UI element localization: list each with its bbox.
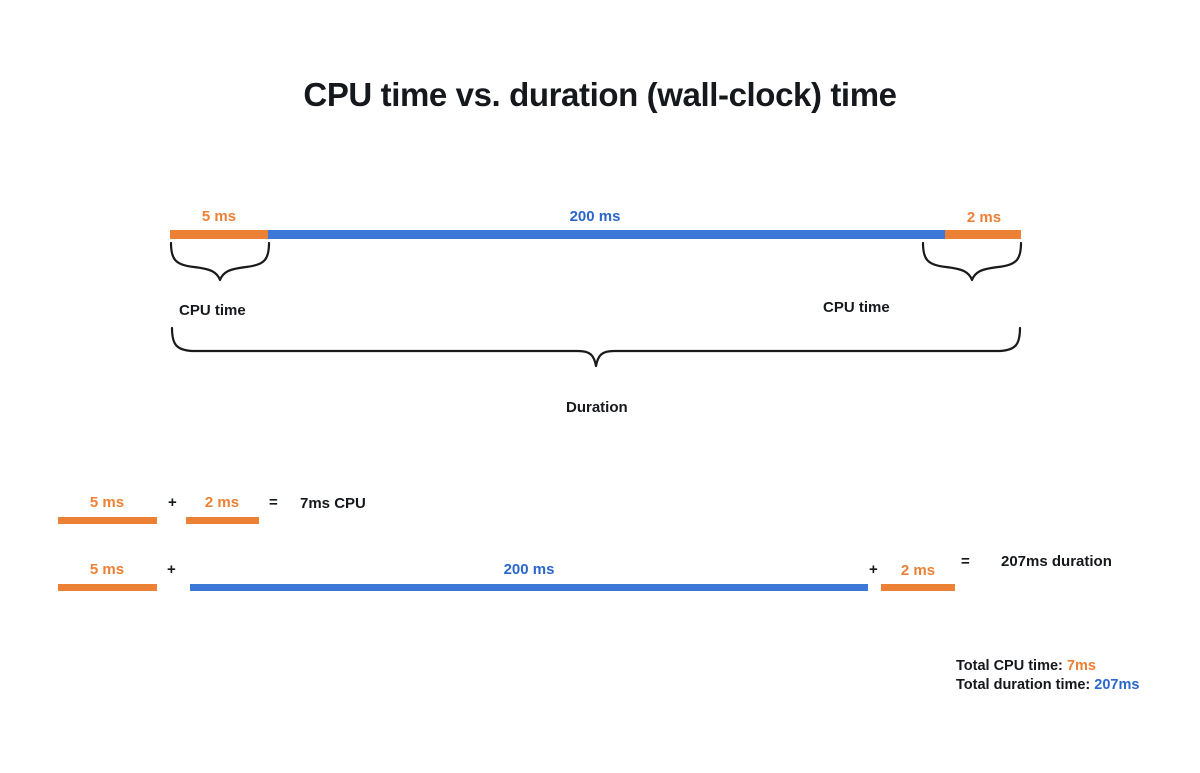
duration-eq-term-1-label: 5 ms xyxy=(89,561,125,578)
total-duration-label: Total duration time: xyxy=(956,677,1091,693)
brace-label-cpu-left: CPU time xyxy=(179,302,246,319)
duration-eq-operator-plus-1: + xyxy=(167,561,176,578)
duration-eq-term-3-bar xyxy=(881,584,955,591)
timeline-label-5ms: 5 ms xyxy=(201,208,237,225)
cpu-eq-term-2-bar xyxy=(186,517,259,524)
timeline-segment-cpu-start xyxy=(170,230,268,239)
timeline-segment-wait xyxy=(268,230,945,239)
cpu-eq-term-1-bar xyxy=(58,517,157,524)
brace-label-cpu-right: CPU time xyxy=(823,299,890,316)
total-duration-value: 207ms xyxy=(1094,677,1140,693)
duration-eq-term-1-bar xyxy=(58,584,157,591)
timeline-track: 5 ms 200 ms 2 ms xyxy=(170,208,1021,239)
timeline-label-2ms: 2 ms xyxy=(966,209,1002,226)
cpu-eq-result: 7ms CPU xyxy=(300,495,366,512)
cpu-eq-term-2-label: 2 ms xyxy=(204,494,240,511)
timeline-label-200ms: 200 ms xyxy=(569,208,621,225)
brace-duration xyxy=(170,326,1022,368)
cpu-eq-operator-equals: = xyxy=(269,494,278,511)
page-title: CPU time vs. duration (wall-clock) time xyxy=(303,76,897,113)
duration-eq-result: 207ms duration xyxy=(1001,553,1112,570)
brace-cpu-right xyxy=(921,241,1023,282)
total-cpu-label: Total CPU time: xyxy=(956,658,1063,674)
duration-eq-term-2-bar xyxy=(190,584,868,591)
totals-block: Total CPU time: 7ms Total duration time:… xyxy=(956,657,1139,695)
duration-eq-term-3-label: 2 ms xyxy=(900,562,936,579)
total-cpu-row: Total CPU time: 7ms xyxy=(956,657,1139,676)
total-cpu-value: 7ms xyxy=(1066,658,1096,674)
duration-eq-term-2-label: 200 ms xyxy=(503,561,555,578)
timeline-segment-cpu-end xyxy=(945,230,1021,239)
brace-label-duration: Duration xyxy=(566,399,628,416)
brace-cpu-left xyxy=(169,241,271,282)
duration-eq-operator-plus-2: + xyxy=(869,561,878,578)
cpu-eq-operator-plus: + xyxy=(168,494,177,511)
total-duration-row: Total duration time: 207ms xyxy=(956,676,1139,695)
cpu-eq-term-1-label: 5 ms xyxy=(89,494,125,511)
duration-eq-operator-equals: = xyxy=(961,553,970,570)
